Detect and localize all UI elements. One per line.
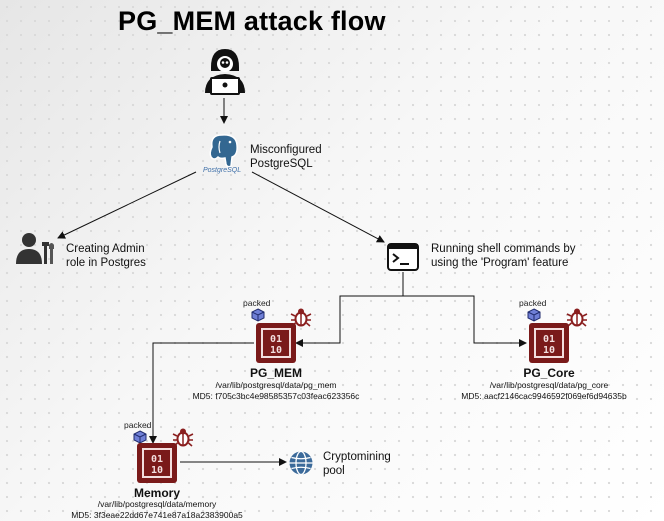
hacker-icon xyxy=(205,49,245,95)
svg-text:10: 10 xyxy=(270,345,282,356)
memory-path: /var/lib/postgresql/data/memory xyxy=(97,499,217,509)
package-cube-icon xyxy=(251,308,265,322)
terminal-icon xyxy=(387,243,419,271)
memory-name: Memory xyxy=(133,486,180,500)
pgcore-name: PG_Core xyxy=(523,366,575,380)
svg-text:01: 01 xyxy=(543,334,555,345)
pool-label-line2: pool xyxy=(323,465,345,477)
binary-file-icon: 01 10 xyxy=(256,323,296,363)
memory-md5: MD5: 3f3eae22dd67e741e87a18a2383900a5 xyxy=(71,510,243,520)
memory-packed-label: packed xyxy=(124,420,152,430)
pgmem-packed-label: packed xyxy=(243,298,271,308)
postgres-label-line1: Misconfigured xyxy=(250,144,322,156)
postgresql-logo-text: PostgreSQL xyxy=(203,167,242,174)
edge-pgmem-memory xyxy=(149,342,254,444)
bug-icon xyxy=(172,428,194,447)
pool-label-line1: Cryptomining xyxy=(323,451,391,463)
shell-label-line1: Running shell commands by xyxy=(431,243,576,255)
admin-user-icon xyxy=(16,233,54,264)
package-cube-icon xyxy=(527,308,541,322)
bug-icon xyxy=(566,308,588,327)
svg-text:10: 10 xyxy=(543,345,555,356)
svg-text:01: 01 xyxy=(151,454,163,465)
svg-text:01: 01 xyxy=(270,334,282,345)
pgcore-md5: MD5: aacf2146cac9946592f069ef6d94635b xyxy=(461,391,627,401)
binary-file-icon: 01 10 xyxy=(137,443,177,483)
postgresql-elephant-icon xyxy=(209,134,238,168)
admin-label-line1: Creating Admin xyxy=(66,243,145,255)
pgcore-path: /var/lib/postgresql/data/pg_core xyxy=(489,380,609,390)
globe-icon xyxy=(289,450,313,476)
edge-postgres-admin xyxy=(57,171,197,239)
admin-label-line2: role in Postgres xyxy=(66,257,146,269)
svg-text:10: 10 xyxy=(151,465,163,476)
edge-shell-pgmem xyxy=(295,295,403,347)
pgcore-packed-label: packed xyxy=(519,298,547,308)
postgres-label-line2: PostgreSQL xyxy=(250,158,313,170)
binary-file-icon: 01 10 xyxy=(529,323,569,363)
pgmem-name: PG_MEM xyxy=(249,366,302,380)
diagram-title: PG_MEM attack flow xyxy=(118,6,386,36)
shell-label-line2: using the 'Program' feature xyxy=(431,257,569,269)
package-cube-icon xyxy=(133,430,147,444)
pgmem-md5: MD5: f705c3bc4e98585357c03feac623356c xyxy=(192,391,360,401)
edge-shell-pgcore xyxy=(403,295,527,347)
pgmem-path: /var/lib/postgresql/data/pg_mem xyxy=(215,380,337,390)
edge-postgres-shell xyxy=(251,171,385,243)
